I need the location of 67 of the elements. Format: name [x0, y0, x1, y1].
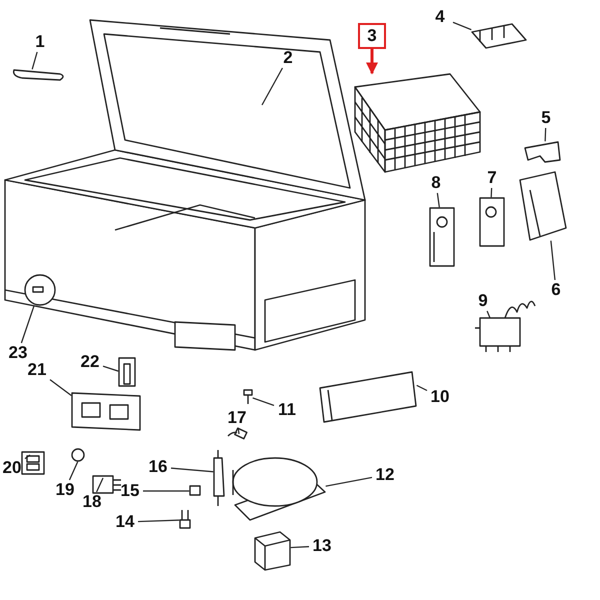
basket-divider-drawing [471, 23, 527, 49]
terminal-cover-drawing [254, 531, 291, 571]
thermostat-bracket-drawing [479, 197, 505, 247]
leader-line [290, 546, 310, 548]
kick-plate-drawing [319, 371, 417, 423]
callout-number: 14 [112, 512, 138, 532]
hinge-cover-drawing [524, 141, 561, 163]
leader-line [138, 520, 180, 522]
callout-number: 7 [479, 168, 505, 188]
hinge-housing-drawing [519, 171, 567, 241]
callout-number: 9 [470, 291, 496, 311]
leader-line [238, 428, 240, 434]
callout-number: 5 [533, 108, 559, 128]
lamp-holder-drawing [92, 475, 122, 494]
leader-line [102, 366, 118, 372]
callout-number: 16 [145, 457, 171, 477]
detail-circle-drawing [24, 274, 56, 306]
wire-connector-drawing [179, 509, 191, 529]
filter-drier-drawing [213, 449, 225, 507]
screw-drawing [243, 389, 253, 404]
leader-line [170, 468, 214, 472]
leader-line [252, 397, 274, 406]
capacitor-drawing [228, 427, 248, 440]
callout-number: 6 [543, 280, 569, 300]
leader-line [68, 461, 78, 480]
leader-line [544, 128, 546, 142]
thermostat-drawing [429, 207, 455, 267]
leader-line [32, 52, 38, 70]
leader-line [436, 192, 440, 208]
wire-basket-drawing [354, 73, 481, 173]
scraper-drawing [12, 69, 64, 81]
callout-number: 21 [24, 360, 50, 380]
callout-number: 3 [358, 23, 386, 49]
callout-number: 12 [372, 465, 398, 485]
callout-number: 2 [275, 48, 301, 68]
leader-line [50, 379, 72, 396]
leader-line [20, 306, 35, 344]
leader-line [550, 240, 556, 280]
callout-number: 15 [117, 481, 143, 501]
leader-line [326, 476, 372, 487]
leader-line [143, 490, 190, 492]
indicator-lamp-drawing [71, 448, 85, 462]
callout-number: 19 [52, 480, 78, 500]
callout-number: 23 [5, 343, 31, 363]
callout-number: 13 [309, 536, 335, 556]
callout-number: 17 [224, 408, 250, 428]
callout-number: 1 [27, 32, 53, 52]
switch-drawing [21, 451, 45, 475]
callout-number: 10 [427, 387, 453, 407]
leader-line [261, 68, 283, 106]
leader-line [416, 384, 428, 392]
callout-number: 4 [427, 7, 453, 27]
arrow [366, 49, 378, 74]
leader-line [486, 310, 491, 318]
overload-clip-drawing [189, 485, 201, 496]
leader-line [24, 454, 30, 460]
leader-line [452, 22, 472, 30]
callout-number: 20 [0, 458, 25, 478]
callout-number: 8 [423, 173, 449, 193]
control-panel-drawing [71, 392, 141, 431]
leader-line [96, 478, 104, 492]
handle-drawing [118, 357, 136, 387]
callout-number: 11 [274, 400, 300, 420]
leader-line [490, 188, 492, 198]
callout-number: 18 [79, 492, 105, 512]
compressor-drawing [232, 457, 326, 521]
callout-number: 22 [77, 352, 103, 372]
